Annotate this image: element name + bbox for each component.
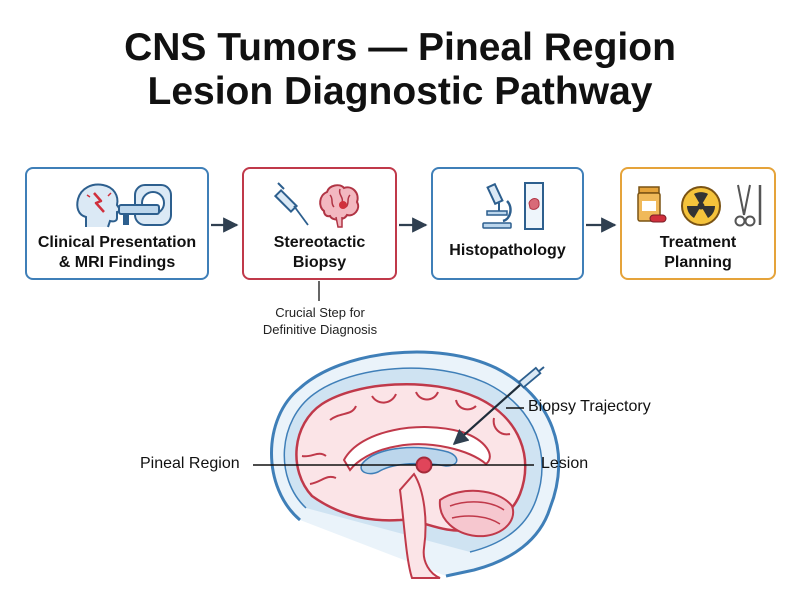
lesion-marker (415, 456, 433, 474)
biopsy-trajectory-line (452, 384, 521, 446)
microscope-icon (482, 182, 512, 229)
callout-line-1: Crucial Step for (275, 305, 365, 320)
cortical-folds (301, 391, 511, 485)
biopsy-needle-icon (517, 366, 545, 389)
step-label: & MRI Findings (58, 254, 176, 271)
step-label: Planning (664, 254, 732, 271)
medication-icon (637, 186, 667, 223)
label-lesion: Lesion (541, 455, 589, 472)
step-label: Stereotactic (273, 234, 366, 251)
brainstem (398, 472, 441, 579)
title-line-2: Lesion Diagnostic Pathway (147, 70, 653, 113)
brain-icon (319, 184, 360, 228)
title-line-1: CNS Tumors — Pineal Region (124, 26, 676, 69)
step-clinical-presentation: Clinical Presentation & MRI Findings (25, 167, 209, 280)
step-stereotactic-biopsy: Stereotactic Biopsy (242, 167, 397, 280)
callout-text: Crucial Step for Definitive Diagnosis (240, 304, 400, 338)
page-title: CNS Tumors — Pineal Region Lesion Diagno… (0, 26, 800, 114)
step-label: Clinical Presentation (37, 234, 197, 251)
slide-icon (524, 182, 544, 230)
step-label: Histopathology (449, 242, 566, 259)
radiation-icon (681, 186, 721, 226)
label-pineal-region: Pineal Region (140, 455, 240, 472)
head-symptom-icon (76, 183, 123, 228)
cerebellum (438, 489, 515, 538)
step-label: Biopsy (292, 254, 347, 271)
step-label: Treatment (659, 234, 737, 251)
mri-scanner-icon (118, 184, 172, 226)
step-histopathology: Histopathology (431, 167, 584, 280)
lateral-ventricle (360, 446, 458, 475)
syringe-icon (274, 182, 309, 226)
label-biopsy-trajectory: Biopsy Trajectory (528, 398, 651, 415)
callout-line-2: Definitive Diagnosis (262, 322, 378, 337)
surgical-tools-icon (734, 184, 762, 227)
step-treatment-planning: Treatment Planning (620, 167, 776, 280)
